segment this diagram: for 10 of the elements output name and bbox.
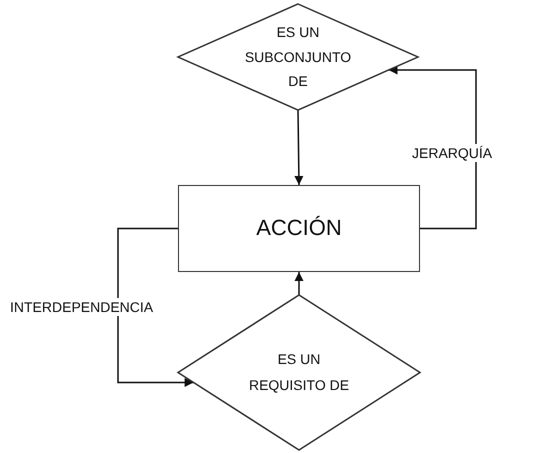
arrow xyxy=(294,110,304,186)
arrow xyxy=(388,66,477,230)
node-label: ES UN REQUISITO DE xyxy=(248,350,350,395)
node-label: ACCIÓN xyxy=(256,215,342,242)
arrow xyxy=(294,272,304,295)
edge-label: JERARQUÍA xyxy=(410,144,494,162)
edge-label: INTERDEPENDENCIA xyxy=(8,298,156,316)
arrow xyxy=(117,228,194,387)
process-box xyxy=(178,185,420,272)
node-label: ES UN SUBCONJUNTO DE xyxy=(244,23,352,92)
